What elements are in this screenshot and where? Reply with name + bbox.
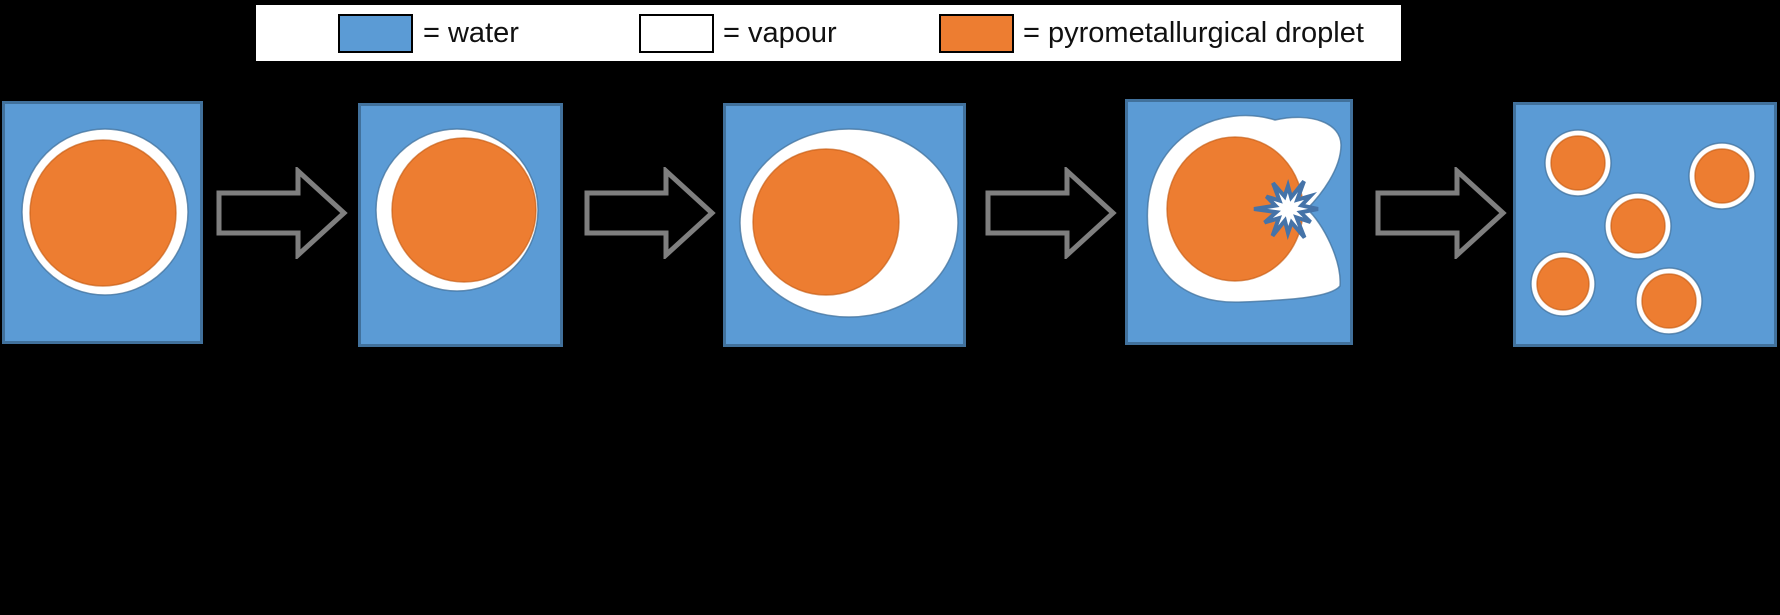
fragment-droplet xyxy=(1544,129,1612,197)
droplet-circle xyxy=(391,137,537,283)
fragment-droplet xyxy=(1530,251,1596,317)
stage-2-panel xyxy=(358,103,563,347)
droplet-swatch-icon xyxy=(939,13,1014,53)
legend-item-droplet xyxy=(939,5,1014,61)
stage-4-panel xyxy=(1125,99,1353,345)
stage-5-panel xyxy=(1513,102,1777,347)
fragment-droplet xyxy=(1688,142,1756,210)
arrow-right-icon xyxy=(216,167,348,259)
stage-1-panel xyxy=(2,101,203,344)
legend-item-water xyxy=(338,5,413,61)
legend: = water = vapour = pyrometallurgical dro… xyxy=(255,4,1402,62)
fragment-droplet xyxy=(1604,192,1672,260)
legend-label-vapour: = vapour xyxy=(723,17,837,49)
droplet-circle xyxy=(29,139,177,287)
arrow-right-icon xyxy=(985,167,1117,259)
vapour-swatch-icon xyxy=(639,13,714,53)
fragment-droplet xyxy=(1635,267,1703,335)
droplet-circle xyxy=(752,148,900,296)
legend-label-water: = water xyxy=(423,17,519,49)
stage-3-panel xyxy=(723,103,966,347)
legend-label-droplet: = pyrometallurgical droplet xyxy=(1023,17,1364,49)
legend-item-vapour xyxy=(639,5,714,61)
arrow-right-icon xyxy=(1375,167,1507,259)
arrow-right-icon xyxy=(584,167,716,259)
explosion-burst-icon xyxy=(1253,179,1319,241)
water-swatch-icon xyxy=(338,13,413,53)
